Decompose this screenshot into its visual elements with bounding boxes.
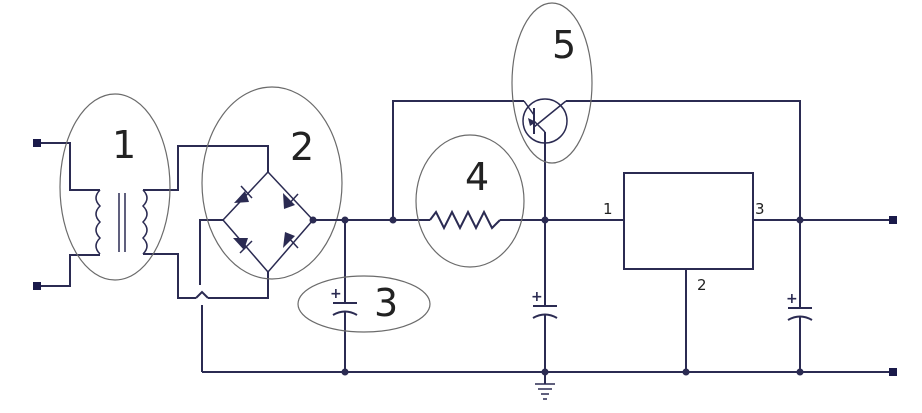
input-terminal-bottom[interactable] <box>33 282 41 290</box>
filter-capacitor: + 3 <box>297 216 431 376</box>
diode-top-left <box>234 185 253 203</box>
region-label-1: 1 <box>112 123 136 167</box>
diode-top-right <box>283 193 299 209</box>
transformer: 1 <box>33 93 269 299</box>
cap-plus-2: + <box>531 289 543 305</box>
regulator-pin-gnd: 2 <box>697 276 707 294</box>
region-label-3: 3 <box>374 281 398 325</box>
regulator-pin-out: 3 <box>755 200 765 218</box>
cap-plus-1: + <box>330 286 342 302</box>
region-label-2: 2 <box>290 125 314 169</box>
transistor: 5 <box>389 2 801 224</box>
input-terminal-top[interactable] <box>33 139 41 147</box>
diode-bottom-right <box>283 232 299 249</box>
resistor: 4 <box>415 134 525 268</box>
output-terminal-bottom[interactable] <box>889 368 897 376</box>
highlight-ellipse-2 <box>201 86 343 280</box>
highlight-ellipse-3 <box>297 275 431 333</box>
diode-bottom-left <box>233 238 253 254</box>
region-label-4: 4 <box>465 155 489 199</box>
output-terminal-top[interactable] <box>889 216 897 224</box>
middle-capacitor: + <box>531 220 558 400</box>
highlight-ellipse-1 <box>59 93 171 281</box>
regulator-pin-in: 1 <box>603 200 613 218</box>
voltage-regulator: 1 3 2 <box>603 172 765 376</box>
highlight-ellipse-4 <box>415 134 525 268</box>
region-label-5: 5 <box>552 23 576 67</box>
highlight-ellipse-5 <box>511 2 593 164</box>
cap-plus-3: + <box>786 291 798 307</box>
output-capacitor: + <box>786 216 813 376</box>
bridge-rectifier: 2 <box>195 86 343 372</box>
